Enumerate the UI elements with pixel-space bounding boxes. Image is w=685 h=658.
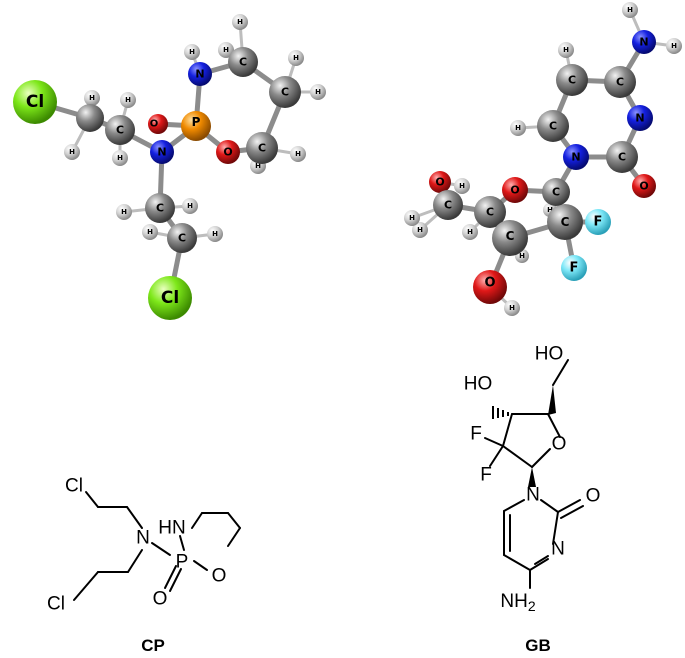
svg-text:C: C	[486, 206, 494, 219]
gb-n3: N	[551, 539, 565, 560]
svg-text:Cl: Cl	[26, 92, 44, 112]
svg-text:F: F	[570, 261, 579, 276]
cp-o-ring: O	[212, 566, 227, 587]
svg-text:C: C	[178, 232, 186, 245]
svg-text:O: O	[484, 276, 495, 291]
cp-3d-bonds	[32, 59, 288, 301]
svg-text:H: H	[89, 94, 95, 102]
cp-cl-top: Cl	[65, 476, 83, 497]
svg-text:N: N	[635, 112, 644, 125]
svg-text:N: N	[571, 151, 580, 164]
cp-p: P	[176, 552, 189, 573]
svg-text:N: N	[157, 146, 166, 159]
gb-ho-top: HO	[535, 344, 564, 365]
gb-3d-heavy-atoms: O C O C O C C C F F N C O N C C C N	[429, 30, 656, 304]
svg-text:C: C	[618, 151, 626, 164]
svg-text:C: C	[616, 76, 624, 89]
gb-f-top: F	[470, 424, 482, 445]
gb-ho-left: HO	[464, 374, 493, 395]
svg-text:O: O	[223, 146, 232, 159]
gb-hashed-bond	[492, 406, 509, 419]
svg-text:H: H	[467, 228, 473, 236]
svg-text:O: O	[639, 180, 648, 193]
svg-text:O: O	[510, 184, 519, 197]
svg-text:C: C	[156, 202, 164, 215]
svg-text:C: C	[549, 120, 557, 133]
svg-text:H: H	[125, 96, 131, 104]
svg-text:H: H	[409, 214, 415, 222]
cp-3d-model: H H H H H H H H H H H H H H H C C C C C …	[13, 14, 326, 320]
svg-text:H: H	[189, 48, 195, 56]
svg-text:O: O	[150, 119, 159, 130]
gb-skeletal-structure: HO HO F F O N O N NH2 GB	[464, 344, 601, 656]
svg-text:H: H	[519, 252, 525, 260]
svg-text:H: H	[459, 182, 465, 190]
gb-o-carbonyl: O	[586, 486, 601, 507]
svg-text:H: H	[627, 6, 633, 14]
svg-text:H: H	[515, 124, 521, 132]
svg-text:H: H	[223, 46, 229, 54]
svg-text:Cl: Cl	[161, 288, 179, 308]
svg-text:C: C	[568, 74, 576, 87]
svg-text:O: O	[435, 176, 444, 189]
cp-caption: CP	[141, 636, 165, 655]
svg-text:H: H	[117, 154, 123, 162]
svg-text:H: H	[295, 150, 301, 158]
gb-nh2: NH2	[500, 591, 535, 615]
cp-n-amine: N	[136, 528, 150, 549]
svg-text:C: C	[116, 124, 124, 137]
svg-text:N: N	[639, 36, 648, 49]
svg-text:C: C	[561, 215, 570, 229]
svg-text:H: H	[671, 42, 677, 50]
gb-o-ring: O	[552, 434, 567, 455]
svg-text:C: C	[258, 142, 266, 155]
svg-text:H: H	[563, 46, 569, 54]
svg-text:H: H	[547, 206, 553, 214]
svg-text:H: H	[212, 230, 218, 238]
svg-text:H: H	[509, 304, 515, 312]
svg-text:C: C	[506, 229, 515, 243]
svg-text:C: C	[444, 199, 452, 212]
svg-text:H: H	[187, 202, 193, 210]
svg-text:H: H	[237, 18, 243, 26]
svg-text:H: H	[121, 208, 127, 216]
svg-text:C: C	[239, 56, 247, 69]
cp-hn: HN	[158, 518, 185, 539]
svg-text:P: P	[192, 115, 201, 129]
svg-text:C: C	[281, 86, 289, 99]
gb-3d-model: H H H H H H H H H H H O C O C O C C C F …	[404, 2, 682, 316]
svg-text:F: F	[594, 215, 603, 230]
cp-3d-heavy-atoms: C C C C C C O O N N P Cl Cl	[13, 47, 301, 320]
cp-o-oxo: O	[153, 589, 168, 610]
cp-skeletal-bonds	[73, 491, 241, 601]
svg-text:H: H	[147, 228, 153, 236]
svg-text:C: C	[552, 186, 560, 199]
gb-caption: GB	[525, 636, 551, 655]
gb-f-bottom: F	[480, 465, 492, 486]
gb-skeletal-bonds	[484, 359, 584, 589]
svg-text:H: H	[293, 54, 299, 62]
svg-text:H: H	[69, 148, 75, 156]
cp-3d-hydrogens: H H H H H H H H H H H H H H H	[64, 14, 326, 242]
gb-n1: N	[526, 485, 540, 506]
svg-text:H: H	[315, 88, 321, 96]
svg-text:H: H	[255, 162, 261, 170]
svg-text:H: H	[417, 226, 423, 234]
svg-text:N: N	[195, 68, 204, 81]
cp-cl-bottom: Cl	[47, 594, 65, 615]
cp-skeletal-structure: Cl Cl N HN P O O CP	[47, 476, 241, 655]
